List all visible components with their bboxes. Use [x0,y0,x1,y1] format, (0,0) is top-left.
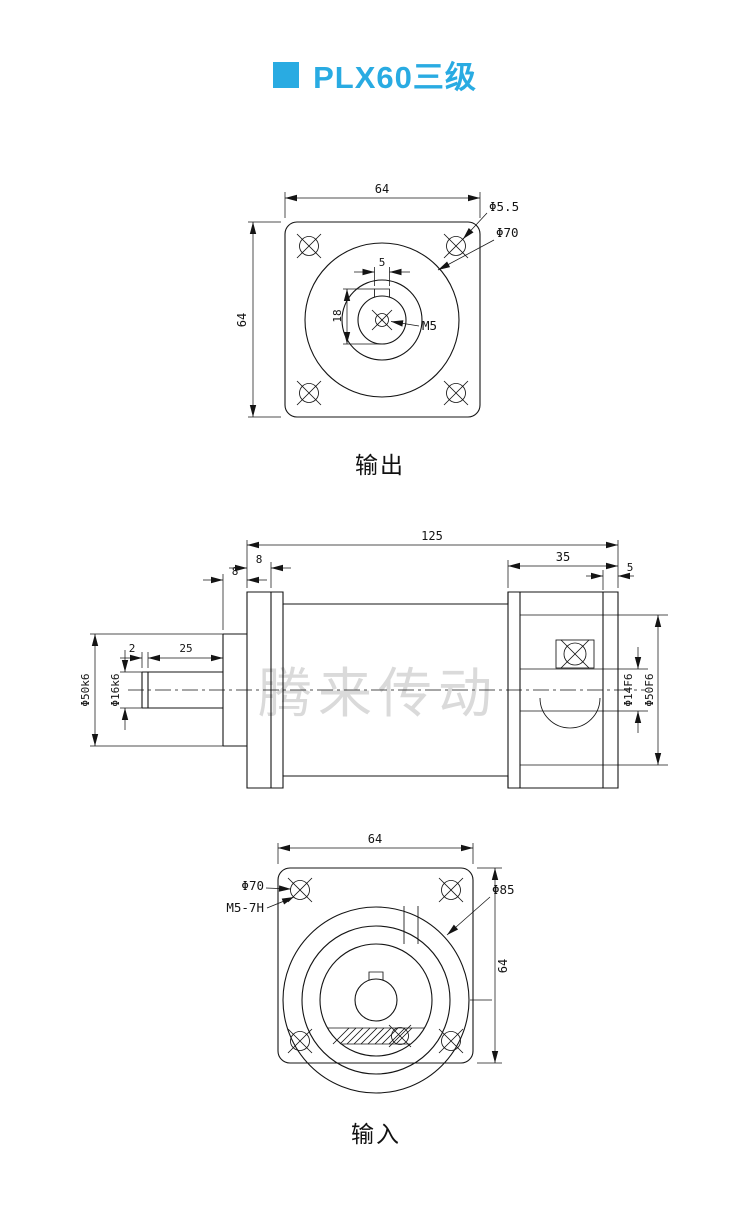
dim-output-pilot-dia: Φ50k6 [79,673,92,706]
dim-output-height: 64 [235,313,249,327]
title-bullet-square [273,61,300,88]
side-dimension-lines [90,540,668,766]
input-dimension-lines [265,843,502,1064]
input-clamp-collar-section [327,1024,425,1048]
dim-end-cap: 5 [627,561,634,574]
side-input-details [520,614,618,766]
label-input-boss-dia: Φ85 [492,882,515,897]
output-view-drawing: 64 64 5 18 M5 Φ5.5 Φ70 输出 [235,182,519,479]
output-pilot-circles [304,242,460,398]
dim-pilot-width: 8 [232,565,239,578]
dim-body-length: 125 [421,529,443,543]
page-header: PLX60三级 [0,52,750,97]
label-input-bolt-circle: Φ70 [241,878,264,893]
dim-input-height: 64 [496,959,510,973]
label-center-tap: M5 [422,318,437,333]
dim-output-shaft-dia: Φ16k6 [109,673,122,706]
input-flange-outline [277,867,474,1064]
dim-shaft-length: 25 [179,642,192,655]
caption-output: 输出 [355,453,405,479]
caption-input: 输入 [351,1122,401,1148]
output-bolt-holes [296,233,469,406]
dim-flange-thickness: 8 [256,553,263,566]
output-flange-outline [284,221,481,418]
dim-shaft-step: 2 [129,642,136,655]
dim-input-bore-dia: Φ14F6 [622,673,635,706]
dim-input-section-length: 35 [556,550,570,564]
label-corner-hole-dia: Φ5.5 [489,199,519,214]
dim-output-width: 64 [375,182,389,196]
dim-keyway-depth: 18 [331,309,344,322]
output-center-tap-mark [371,309,393,331]
input-boss-circles [282,906,470,1094]
side-view-drawing: 腾来传动 [79,529,668,789]
input-view-drawing: 64 64 Φ70 M5-7H Φ85 输入 [226,832,515,1148]
input-keyway-and-projection [368,906,419,981]
watermark-text: 腾来传动 [258,662,498,725]
output-dimension-lines [248,192,495,418]
output-shaft-keyway [374,288,390,298]
dim-input-pilot-dia: Φ50F6 [643,673,656,706]
dim-input-width: 64 [368,832,382,846]
dim-keyway-width: 5 [379,256,386,269]
label-input-tapped-holes: M5-7H [226,900,264,915]
input-bolt-holes [287,877,464,1054]
page-title: PLX60三级 [313,60,477,95]
label-bolt-circle-dia: Φ70 [496,225,519,240]
